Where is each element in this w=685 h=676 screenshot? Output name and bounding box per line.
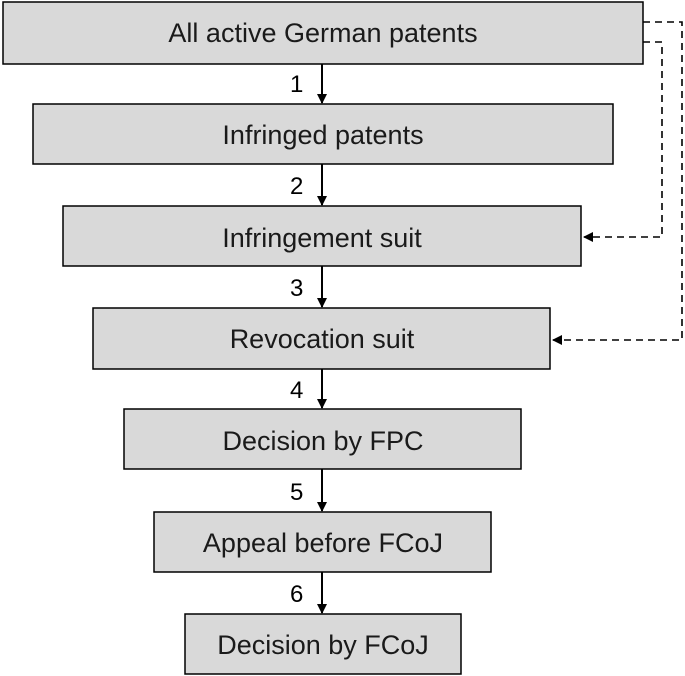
bypass-arrow-to-infringement-suit	[583, 41, 663, 242]
box-label: All active German patents	[168, 18, 477, 48]
step-number-2: 2	[290, 173, 303, 200]
box-label: Decision by FCoJ	[217, 630, 429, 660]
bypass-arrow-to-revocation-suit	[552, 21, 683, 345]
box-infringement-suit: Infringement suit	[62, 205, 582, 267]
step-number-5: 5	[290, 479, 303, 506]
box-label: Revocation suit	[230, 324, 415, 354]
box-decision-by-fpc: Decision by FPC	[123, 408, 522, 470]
box-label: Decision by FPC	[222, 426, 423, 456]
box-decision-by-fcoj: Decision by FCoJ	[184, 613, 462, 675]
box-label: Infringement suit	[222, 223, 422, 253]
box-label: Appeal before FCoJ	[203, 528, 443, 558]
box-appeal-before-fcoj: Appeal before FCoJ	[153, 511, 492, 573]
step-number-3: 3	[290, 275, 303, 302]
box-all-active-german-patents: All active German patents	[2, 1, 644, 65]
step-number-6: 6	[290, 581, 303, 608]
step-number-1: 1	[290, 71, 303, 98]
box-label: Infringed patents	[222, 120, 423, 150]
step-number-4: 4	[290, 377, 303, 404]
box-revocation-suit: Revocation suit	[92, 307, 551, 370]
box-infringed-patents: Infringed patents	[32, 103, 614, 165]
